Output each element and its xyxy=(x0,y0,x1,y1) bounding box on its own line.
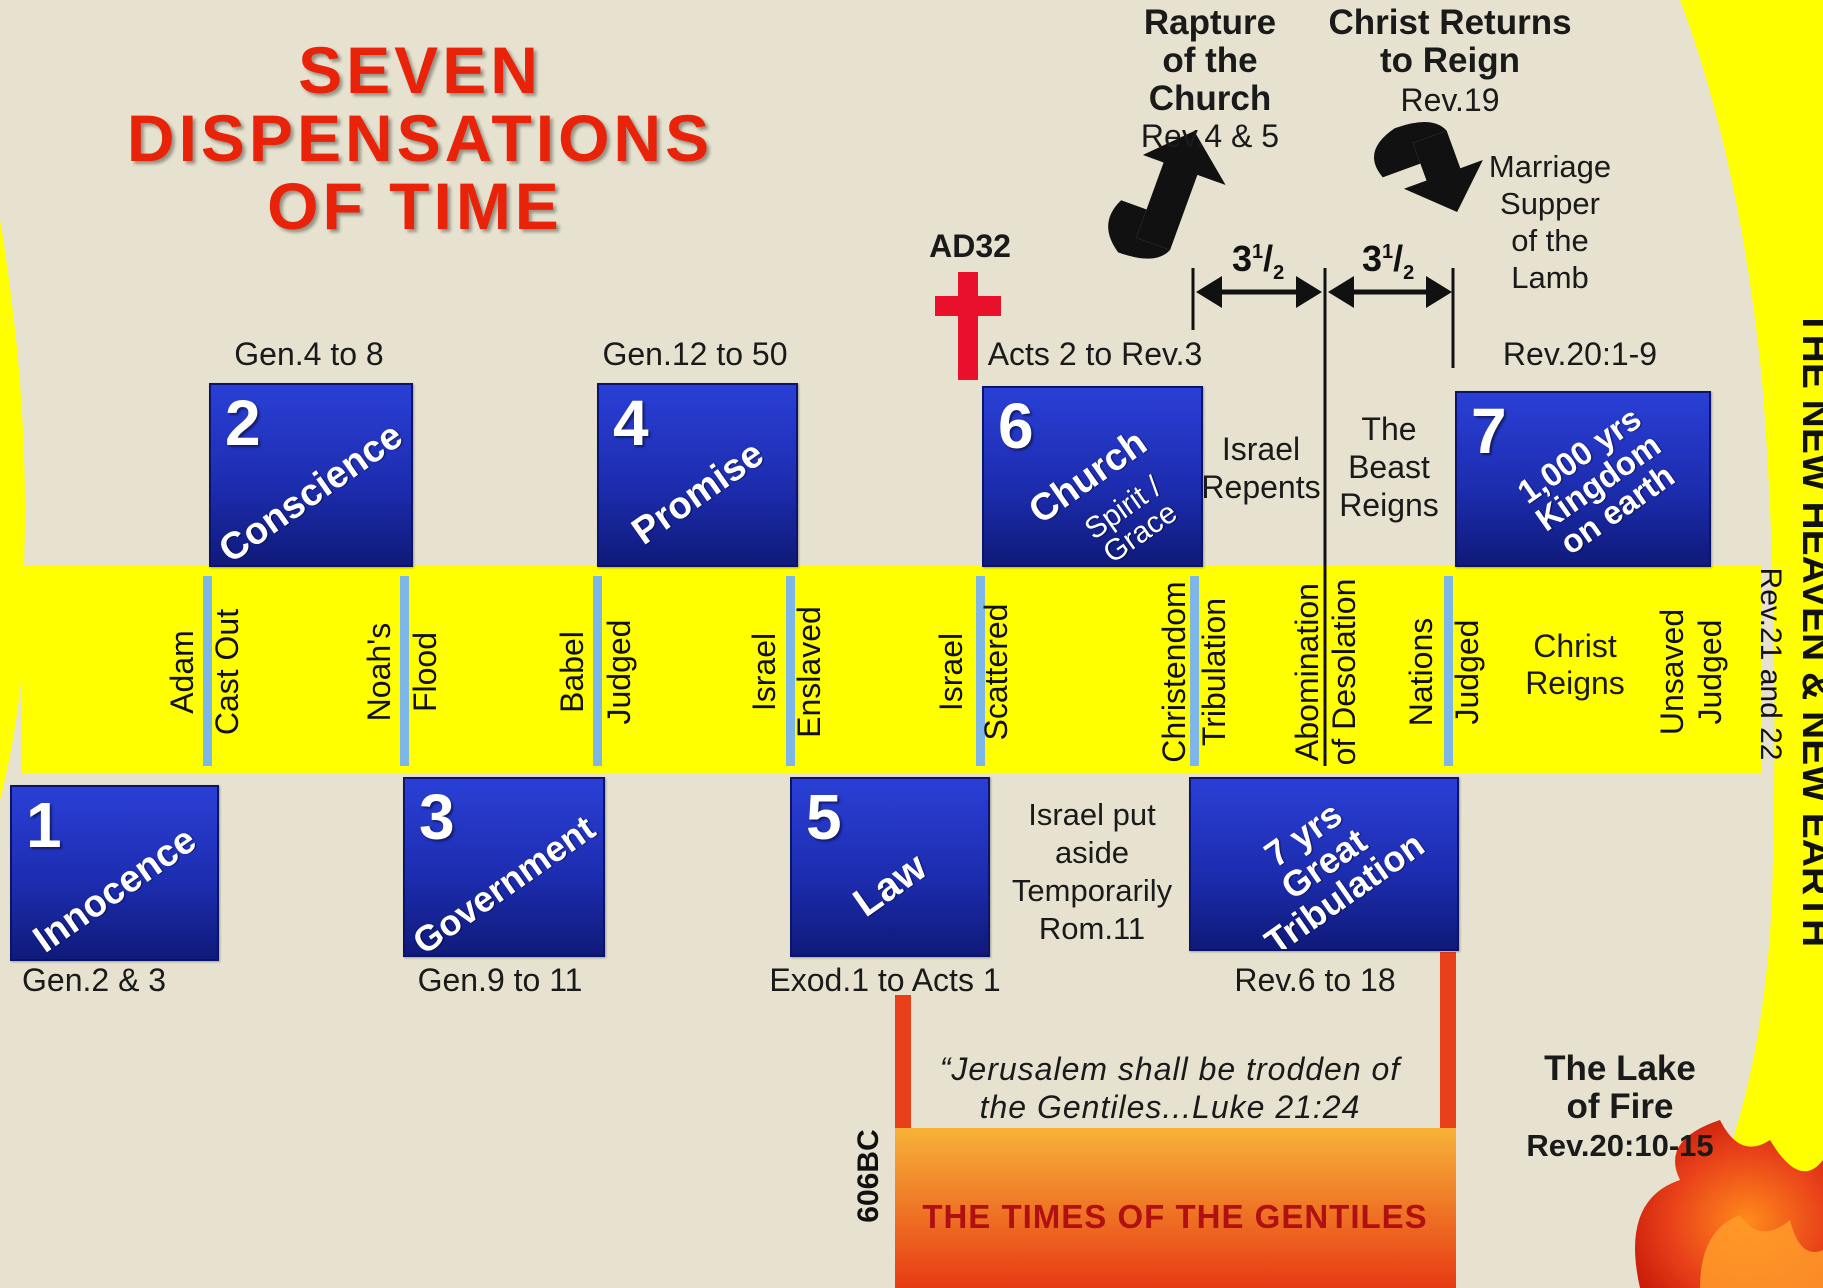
band-label-babel: Babel xyxy=(554,582,592,762)
half-period-whole: 3 xyxy=(1232,238,1252,279)
marriage-supper-label: Marriage Supper of the Lamb xyxy=(1470,148,1630,296)
band-label-israel: Israel xyxy=(933,582,971,762)
beast-reigns-label: The Beast Reigns xyxy=(1328,410,1450,524)
israel-aside-label: Israel put aside Temporarily Rom.11 xyxy=(992,796,1192,948)
dispensation-ref: Exod.1 to Acts 1 xyxy=(755,962,1015,999)
fraction-slash: / xyxy=(1263,238,1273,279)
dispensation-ref: Gen.12 to 50 xyxy=(575,336,815,373)
lake-of-fire-ref: Rev.20:10-15 xyxy=(1500,1128,1740,1164)
title-line-1: SEVEN xyxy=(260,32,580,108)
dispensation-ref: Gen.4 to 8 xyxy=(209,336,409,373)
band-label-judged: Judged xyxy=(601,582,639,762)
band-label-israel: Israel xyxy=(746,582,784,762)
dispensation-box-kingdom: 7 1,000 yrs Kingdom on earth xyxy=(1455,391,1711,567)
band-label-unsaved: Unsaved xyxy=(1654,582,1692,762)
half-period-denominator: 2 xyxy=(1403,262,1414,284)
band-label-flood: Flood xyxy=(407,582,445,762)
tribulation-ref: Rev.6 to 18 xyxy=(1210,962,1420,999)
christ-returns-label: Christ Returns to Reign xyxy=(1300,4,1600,80)
dispensation-box-conscience: 2 Conscience xyxy=(209,383,413,567)
band-label-tribulation: Tribulation xyxy=(1196,572,1234,772)
dispensation-number: 6 xyxy=(998,386,1034,466)
band-label-nations: Nations xyxy=(1403,582,1441,762)
dispensation-number: 4 xyxy=(613,383,649,463)
christ-returns-ref: Rev.19 xyxy=(1350,82,1550,119)
dispensation-name: Law xyxy=(847,846,934,923)
dispensation-box-law: 5 Law xyxy=(790,777,990,957)
half-period-label-2: 31/2 xyxy=(1362,238,1414,285)
band-label-scattered: Scattered xyxy=(978,582,1016,762)
band-label-judged: Judged xyxy=(1692,582,1730,762)
dispensation-number: 2 xyxy=(225,383,261,463)
band-label-judged: Judged xyxy=(1449,582,1487,762)
half-period-whole: 3 xyxy=(1362,238,1382,279)
left-yellow-edge xyxy=(0,220,25,800)
lake-of-fire-title: The Lake of Fire xyxy=(1510,1050,1730,1126)
dispensation-box-innocence: 1 Innocence xyxy=(10,785,219,961)
band-label-enslaved: Enslaved xyxy=(791,582,829,762)
gentiles-label: THE TIMES OF THE GENTILES xyxy=(900,1198,1450,1236)
title-line-2: DISPENSATIONS xyxy=(80,100,760,176)
gentiles-quote: “Jerusalem shall be trodden of the Genti… xyxy=(905,1050,1435,1126)
half-period-numerator: 1 xyxy=(1382,241,1393,263)
tribulation-name: 7 yrs Great Tribulation xyxy=(1218,777,1431,951)
dispensation-box-government: 3 Government xyxy=(403,777,605,957)
band-label-abomination: Abomination xyxy=(1289,572,1327,772)
dispensation-number: 3 xyxy=(419,777,455,857)
band-label-cast-out: Cast Out xyxy=(209,582,247,762)
dispensation-ref: Gen.9 to 11 xyxy=(400,962,600,999)
band-label-noahs: Noah's xyxy=(361,582,399,762)
dispensation-number: 5 xyxy=(806,777,842,857)
new-heaven-ref: Rev.21 and 22 xyxy=(1747,534,1787,794)
dispensation-ref: Rev.20:1-9 xyxy=(1480,336,1680,373)
fraction-slash: / xyxy=(1393,238,1403,279)
rapture-label: Rapture of the Church xyxy=(1110,4,1310,118)
dispensation-ref: Gen.2 & 3 xyxy=(10,962,202,999)
dispensation-number: 1 xyxy=(26,785,62,865)
dispensation-name: 1,000 yrs Kingdom on earth xyxy=(1511,401,1685,564)
dispensation-box-church: 6 Church Spirit / Grace xyxy=(982,386,1203,567)
title-line-3: OF TIME xyxy=(230,168,600,244)
half-period-numerator: 1 xyxy=(1252,241,1263,263)
half-period-denominator: 2 xyxy=(1273,262,1284,284)
dispensation-number: 7 xyxy=(1471,391,1507,471)
israel-repents-label: Israel Repents xyxy=(1198,430,1324,506)
new-heaven-title: THE NEW HEAVEN & NEW EARTH xyxy=(1787,259,1823,999)
half-period-label-1: 31/2 xyxy=(1232,238,1284,285)
band-label-adam: Adam xyxy=(164,582,202,762)
dispensation-ref: Acts 2 to Rev.3 xyxy=(980,336,1210,373)
gentiles-start-label: 606BC xyxy=(852,1111,888,1241)
rapture-ref: Rev.4 & 5 xyxy=(1110,118,1310,155)
band-label-christendom: Christendom xyxy=(1156,572,1194,772)
great-tribulation-box: 7 yrs Great Tribulation xyxy=(1189,777,1459,951)
dispensation-box-promise: 4 Promise xyxy=(597,383,798,567)
band-label-christ-reigns: Christ Reigns xyxy=(1500,628,1650,702)
band-label-of-desolation: of Desolation xyxy=(1326,572,1364,772)
ad32-label: AD32 xyxy=(900,228,1040,265)
